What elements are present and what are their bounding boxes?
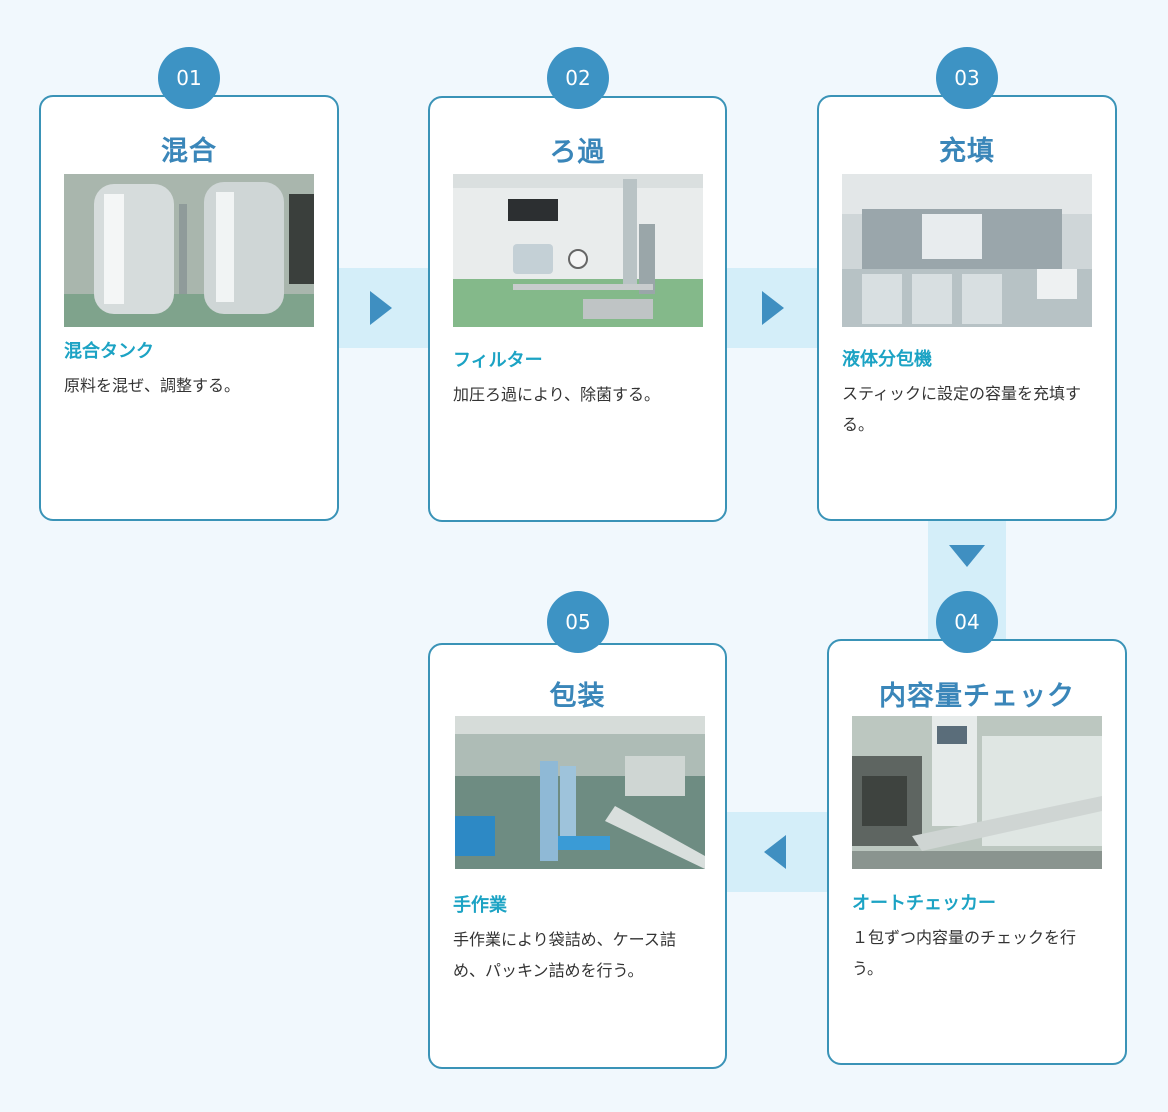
step-card-filling: 充填 液体分包機 スティックに設定の容量を充填する。 <box>817 95 1117 521</box>
arrow-right-icon <box>370 291 392 325</box>
step-description: 手作業により袋詰め、ケース詰め、パッキン詰めを行う。 <box>453 930 676 980</box>
step-number-badge: 02 <box>547 47 609 109</box>
manual-packing-photo <box>455 716 705 869</box>
step-number-badge: 01 <box>158 47 220 109</box>
step-subtitle: フィルター <box>453 350 543 371</box>
filter-photo <box>453 174 703 327</box>
step-card-filtration: ろ過 フィルター 加圧ろ過により、除菌する。 <box>428 96 727 522</box>
step-subtitle: オートチェッカー <box>852 893 996 914</box>
arrow-down-icon <box>949 545 985 567</box>
step-description: スティックに設定の容量を充填する。 <box>842 384 1082 434</box>
step-title: 内容量チェック <box>879 681 1075 712</box>
step-title: 包装 <box>549 681 606 712</box>
step-number-badge: 03 <box>936 47 998 109</box>
step-description: 原料を混ぜ、調整する。 <box>64 376 241 395</box>
step-subtitle: 混合タンク <box>64 341 154 362</box>
step-card-content-check: 内容量チェック オートチェッカー １包ずつ内容量のチェックを行う。 <box>827 639 1127 1065</box>
step-description: １包ずつ内容量のチェックを行う。 <box>852 928 1077 978</box>
mixing-tank-photo <box>64 174 314 327</box>
step-title: 混合 <box>161 136 217 167</box>
arrow-left-icon <box>764 835 786 869</box>
step-description: 加圧ろ過により、除菌する。 <box>453 385 661 404</box>
step-card-mixing: 混合 混合タンク 原料を混ぜ、調整する。 <box>39 95 339 521</box>
auto-checker-photo <box>852 716 1102 869</box>
step-subtitle: 液体分包機 <box>842 349 932 370</box>
filling-machine-photo <box>842 174 1092 327</box>
arrow-right-icon <box>762 291 784 325</box>
step-title: ろ過 <box>549 137 606 168</box>
step-title: 充填 <box>939 136 995 167</box>
step-number-badge: 04 <box>936 591 998 653</box>
step-number-badge: 05 <box>547 591 609 653</box>
step-card-packing: 包装 手作業 手作業により袋詰め、ケース詰め、パッキン詰めを行う。 <box>428 643 727 1069</box>
step-subtitle: 手作業 <box>453 895 507 916</box>
